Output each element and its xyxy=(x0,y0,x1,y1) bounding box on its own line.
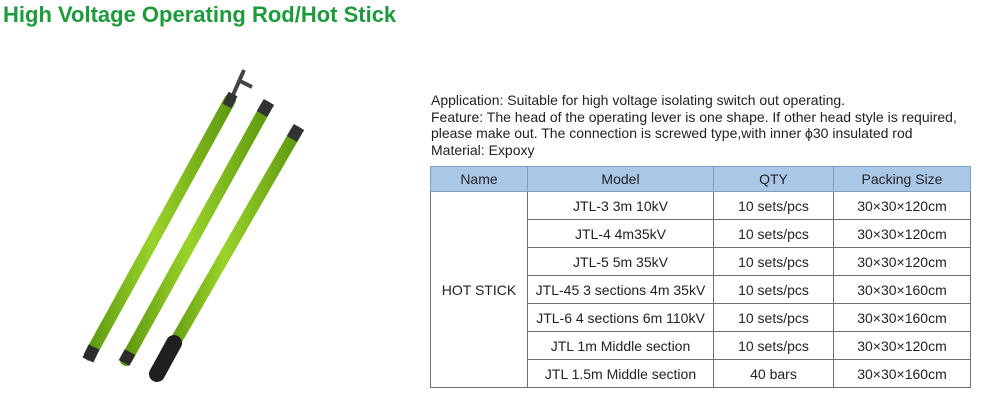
model-cell: JTL 1m Middle section xyxy=(527,331,714,360)
header-name: Name xyxy=(430,166,528,192)
header-model: Model xyxy=(527,166,714,192)
product-name-cell: HOT STICK xyxy=(430,191,528,388)
table-row: JTL 1.5m Middle section 40 bars 30×30×16… xyxy=(431,359,971,388)
qty-cell: 10 sets/pcs xyxy=(713,247,834,276)
qty-cell: 10 sets/pcs xyxy=(713,275,834,304)
table-row: JTL-5 5m 35kV 10 sets/pcs 30×30×120cm xyxy=(431,247,971,276)
packing-cell: 30×30×160cm xyxy=(833,275,971,304)
model-cell: JTL-45 3 sections 4m 35kV xyxy=(527,275,714,304)
table-row: JTL-6 4 sections 6m 110kV 10 sets/pcs 30… xyxy=(431,303,971,332)
packing-cell: 30×30×120cm xyxy=(833,191,971,220)
header-packing-size: Packing Size xyxy=(833,166,971,192)
rod-with-hook xyxy=(82,69,253,363)
application-text: Application: Suitable for high voltage i… xyxy=(431,92,846,108)
packing-cell: 30×30×120cm xyxy=(833,247,971,276)
table-row: HOT STICK JTL-3 3m 10kV 10 sets/pcs 30×3… xyxy=(430,191,971,388)
packing-cell: 30×30×160cm xyxy=(833,303,971,332)
model-cell: JTL-5 5m 35kV xyxy=(527,247,714,276)
feature-text-line2: please make out. The connection is screw… xyxy=(431,125,913,142)
packing-cell: 30×30×120cm xyxy=(833,219,971,248)
product-description: Application: Suitable for high voltage i… xyxy=(431,92,991,158)
feature-text-line1: Feature: The head of the operating lever… xyxy=(431,108,957,125)
packing-cell: 30×30×120cm xyxy=(833,331,971,360)
qty-cell: 40 bars xyxy=(713,359,834,388)
qty-cell: 10 sets/pcs xyxy=(713,331,834,360)
model-cell: JTL 1.5m Middle section xyxy=(527,359,714,388)
page-title: High Voltage Operating Rod/Hot Stick xyxy=(3,2,397,27)
model-cell: JTL-3 3m 10kV xyxy=(527,191,714,220)
material-text: Material: Expoxy xyxy=(431,141,535,158)
rod-with-handle xyxy=(149,123,305,382)
qty-cell: 10 sets/pcs xyxy=(713,303,834,332)
qty-cell: 10 sets/pcs xyxy=(713,219,834,248)
spec-table: Name Model QTY Packing Size HOT STICK JT… xyxy=(430,166,971,388)
table-row: JTL-4 4m35kV 10 sets/pcs 30×30×120cm xyxy=(431,219,971,248)
table-row: JTL-45 3 sections 4m 35kV 10 sets/pcs 30… xyxy=(431,275,971,304)
qty-cell: 10 sets/pcs xyxy=(713,191,834,220)
packing-cell: 30×30×160cm xyxy=(833,359,971,388)
model-cell: JTL-6 4 sections 6m 110kV xyxy=(527,303,714,332)
model-cell: JTL-4 4m35kV xyxy=(527,219,714,248)
hot-stick-illustration xyxy=(82,69,305,382)
header-qty: QTY xyxy=(713,166,834,192)
rod-middle xyxy=(118,98,275,366)
table-row: JTL 1m Middle section 10 sets/pcs 30×30×… xyxy=(431,331,971,360)
table-header-row: Name Model QTY Packing Size xyxy=(430,166,971,192)
